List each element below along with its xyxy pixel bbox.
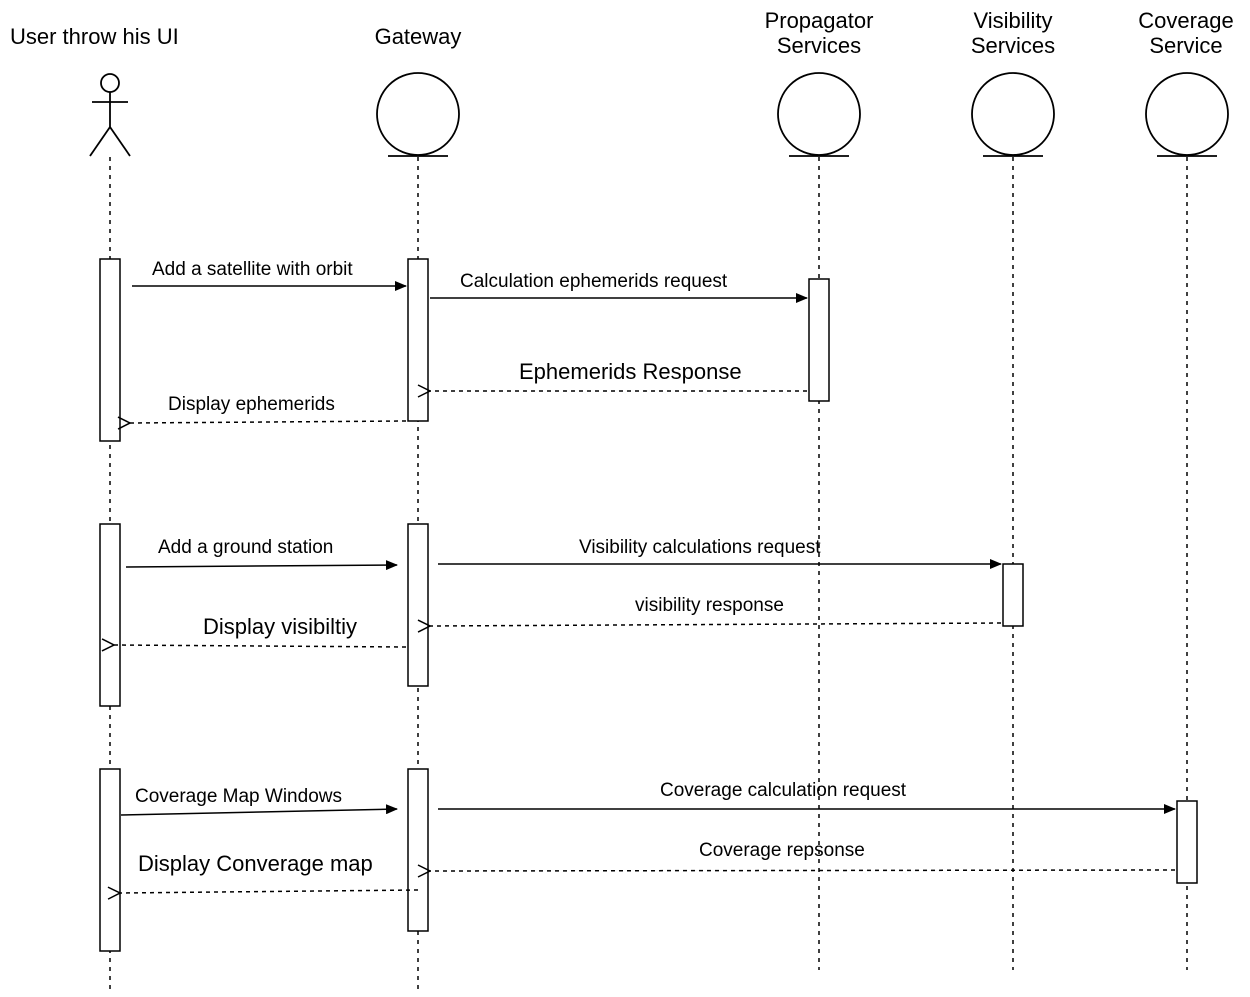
coverage-entity-icon	[1145, 72, 1229, 157]
visibility-entity-icon	[971, 72, 1055, 157]
activation-user-3	[99, 768, 121, 952]
message-label-3: Ephemerids Response	[519, 359, 742, 384]
message-label-2: Calculation ephemerids request	[460, 271, 728, 292]
message-label-6: Visibility calculations request	[579, 537, 821, 558]
message-arrow-4	[130, 421, 407, 423]
message-label-11: Coverage repsonse	[699, 840, 865, 861]
message-label-8: Display visibiltiy	[203, 614, 358, 639]
participant-label-gateway: Gateway	[374, 24, 462, 49]
message-label-4: Display ephemerids	[168, 394, 335, 415]
message-arrow-11	[430, 870, 1176, 871]
participant-label-visibility: Visibility Services	[970, 8, 1056, 59]
message-arrow-5	[125, 560, 398, 571]
message-label-12: Display Converage map	[138, 851, 373, 876]
message-label-10: Coverage calculation request	[660, 780, 907, 801]
activation-user-1	[99, 258, 121, 442]
activation-gateway-2	[407, 523, 429, 687]
message-label-7: visibility response	[635, 595, 784, 616]
activation-user-2	[99, 523, 121, 707]
activation-visibility-1	[1002, 563, 1024, 627]
message-arrow-9	[120, 804, 398, 816]
message-label-1: Add a satellite with orbit	[152, 259, 353, 280]
message-arrow-7	[430, 623, 1002, 626]
participant-label-user: User throw his UI	[10, 24, 179, 49]
participant-label-propagator: Propagator Services	[764, 8, 874, 59]
message-label-5: Add a ground station	[158, 537, 334, 558]
actor-stick-figure-icon	[89, 73, 131, 157]
activation-propagator-1	[808, 278, 830, 402]
message-arrow-12	[120, 890, 419, 893]
gateway-entity-icon	[376, 72, 460, 157]
participant-label-coverage: Coverage Service	[1138, 8, 1234, 59]
activation-gateway-1	[407, 258, 429, 422]
activation-coverage-1	[1176, 800, 1198, 884]
message-arrow-8	[114, 645, 407, 647]
message-label-9: Coverage Map Windows	[135, 786, 342, 807]
activation-gateway-3	[407, 768, 429, 932]
propagator-entity-icon	[777, 72, 861, 157]
